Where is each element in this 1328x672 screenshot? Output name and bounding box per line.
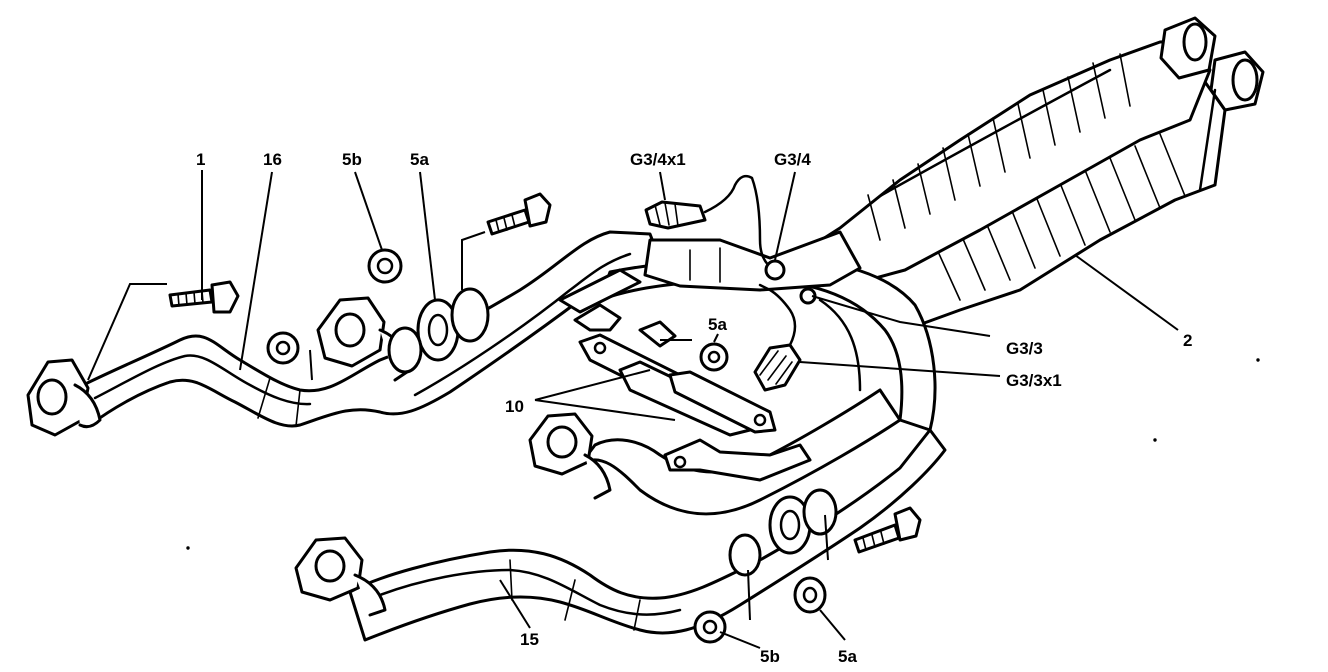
clamp-upper: [387, 287, 490, 374]
flange-upper-mid: [316, 296, 412, 382]
label-15: 15: [520, 630, 539, 649]
label-5a-top: 5a: [410, 150, 429, 169]
label-5a-mid: 5a: [708, 315, 727, 334]
nut-5a-mid: [699, 342, 729, 372]
clamp-lower: [728, 488, 838, 577]
label-1: 1: [196, 150, 205, 169]
leader-lines: [87, 170, 1179, 649]
label-g34: G3/4: [774, 150, 811, 169]
label-g33x1: G3/3x1: [1006, 371, 1062, 390]
lower-exhaust-pipe: [348, 428, 947, 642]
flange-center: [528, 412, 612, 500]
label-2: 2: [1183, 331, 1192, 350]
speck: [186, 546, 190, 550]
label-5b-top: 5b: [342, 150, 362, 169]
label-g34x1: G3/4x1: [630, 150, 686, 169]
bolt-upper: [486, 192, 552, 236]
nut-5a-bottom: [793, 576, 827, 614]
label-16: 16: [263, 150, 282, 169]
label-10: 10: [505, 397, 524, 416]
flange-lower-front: [294, 536, 387, 617]
catalytic-converter-front: [788, 16, 1217, 287]
bolt-1: [168, 280, 240, 314]
flange-upper-front: [26, 358, 102, 437]
oxygen-sensor-g33: [753, 283, 817, 392]
mounting-brackets: [558, 268, 812, 482]
speck: [1256, 358, 1260, 362]
speck: [1153, 438, 1157, 442]
bolt-lower: [853, 506, 922, 554]
oxygen-sensor-g34: [644, 174, 786, 281]
nut-left: [266, 331, 300, 365]
label-5b-bottom: 5b: [760, 647, 780, 666]
nut-5b-top: [367, 248, 403, 284]
nut-5b-bottom: [693, 610, 727, 644]
label-g33: G3/3: [1006, 339, 1043, 358]
label-5a-bottom: 5a: [838, 647, 857, 666]
